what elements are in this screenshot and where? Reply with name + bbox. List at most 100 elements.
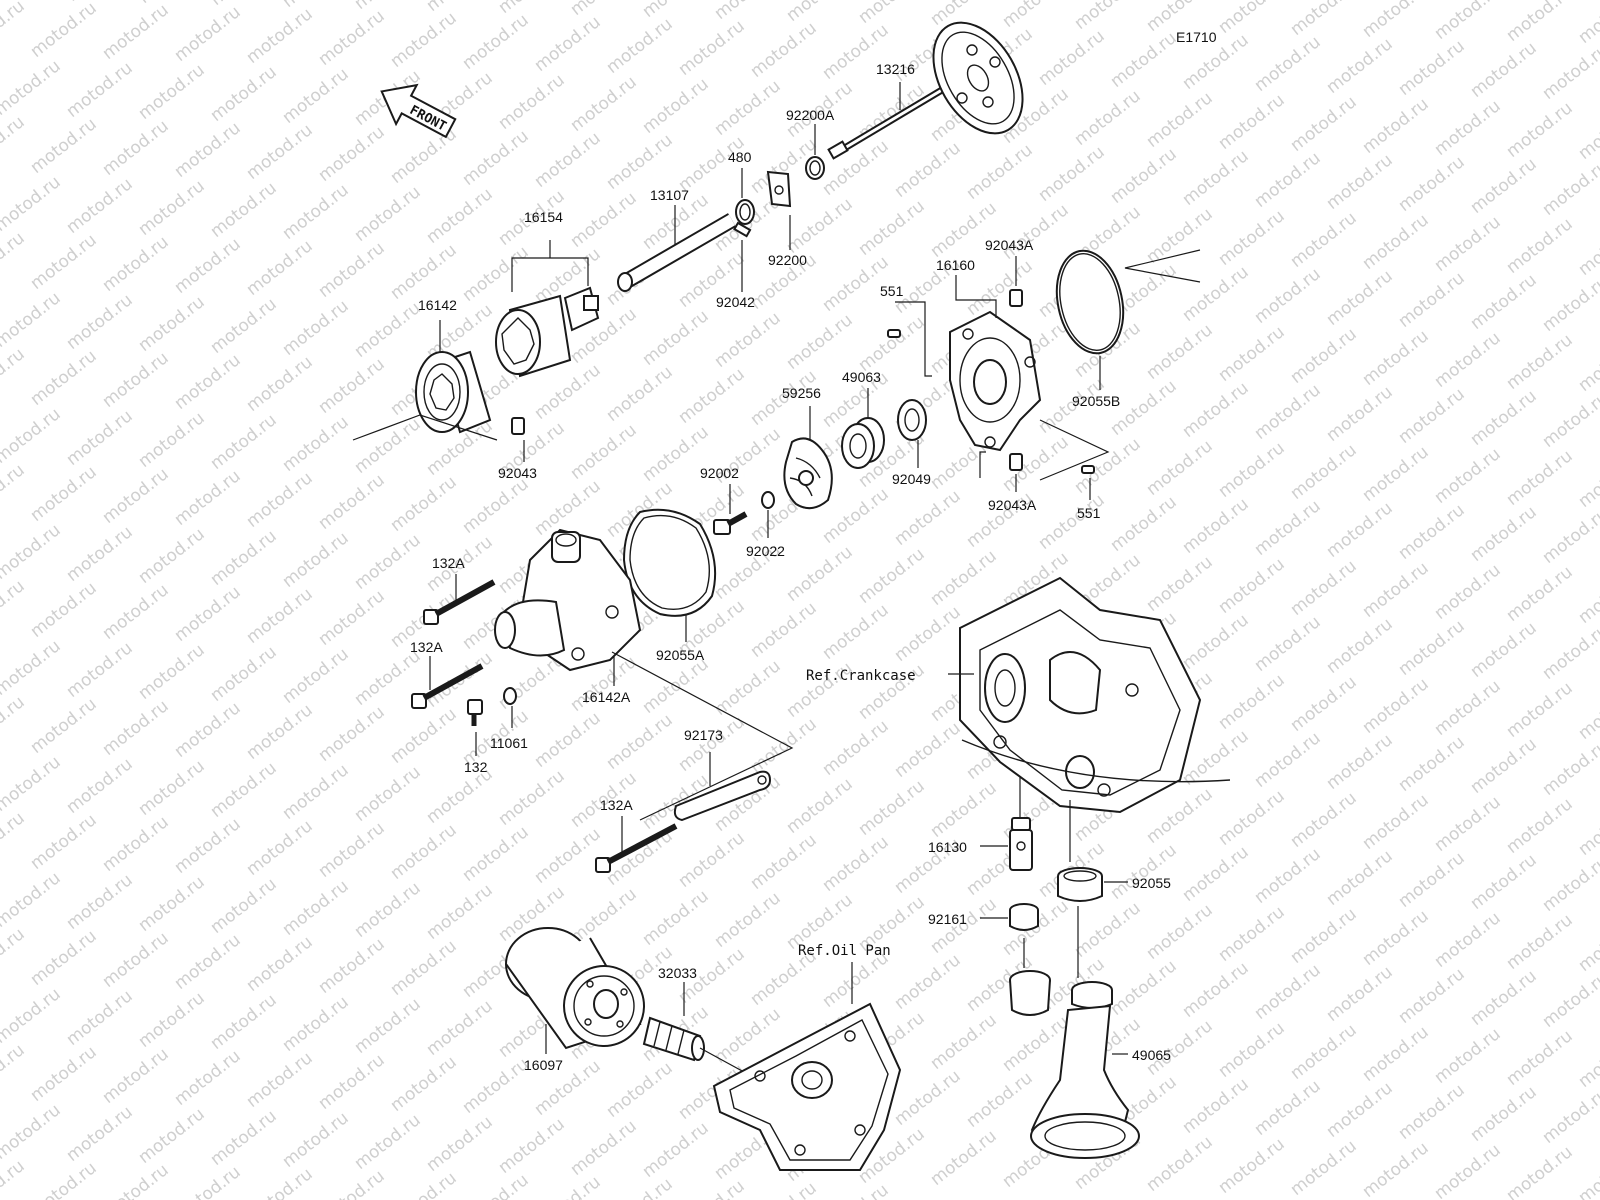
label-92043a-top: 92043A [985, 237, 1034, 253]
watermark-text: motod.ru [1503, 446, 1577, 510]
watermark-text: motod.ru [315, 6, 389, 70]
watermark-text: motod.ru [675, 364, 749, 428]
watermark-text: motod.ru [0, 344, 29, 408]
watermark-text: motod.ru [1395, 152, 1469, 216]
watermark-text: motod.ru [1287, 904, 1361, 968]
o-ring-92055b [1055, 249, 1125, 355]
label-16160: 16160 [936, 257, 975, 273]
watermark-text: motod.ru [819, 1180, 893, 1200]
label-551-bottom: 551 [1077, 505, 1101, 521]
dowel-92043 [511, 417, 525, 435]
watermark-text: motod.ru [63, 1102, 137, 1166]
circlip-480 [735, 199, 755, 225]
watermark-text: motod.ru [171, 814, 245, 878]
watermark-text: motod.ru [639, 1118, 713, 1182]
watermark-text: motod.ru [27, 694, 101, 758]
watermark-text: motod.ru [1431, 212, 1505, 276]
watermark-text: motod.ru [1431, 792, 1505, 856]
label-92161: 92161 [928, 911, 967, 927]
watermark-text: motod.ru [459, 1170, 533, 1200]
watermark-text: motod.ru [1467, 850, 1541, 914]
seal-49063 [841, 417, 885, 469]
label-92042: 92042 [716, 294, 755, 310]
watermark-text: motod.ru [1431, 444, 1505, 508]
label-16142a: 16142A [582, 689, 631, 705]
label-59256: 59256 [782, 385, 821, 401]
watermark-text: motod.ru [1359, 674, 1433, 738]
watermark-text: motod.ru [855, 544, 929, 608]
bolt-132a-2 [411, 663, 484, 709]
bolt-92002 [713, 511, 748, 535]
watermark-text: motod.ru [1539, 388, 1600, 452]
watermark-text: motod.ru [495, 1114, 569, 1178]
label-92055a: 92055A [656, 647, 705, 663]
crankcase-reference [959, 576, 1231, 814]
watermark-text: motod.ru [99, 812, 173, 876]
watermark-text: motod.ru [999, 200, 1073, 264]
label-49063: 49063 [842, 369, 881, 385]
watermark-text: motod.ru [135, 988, 209, 1052]
label-480: 480 [728, 149, 752, 165]
label-16142: 16142 [418, 297, 457, 313]
label-13216: 13216 [876, 61, 915, 77]
watermark-text: motod.ru [1323, 498, 1397, 562]
watermark-text: motod.ru [171, 1046, 245, 1110]
watermark-text: motod.ru [1287, 0, 1361, 40]
watermark-text: motod.ru [1251, 960, 1325, 1024]
label-16097: 16097 [524, 1057, 563, 1073]
oil-pan-reference [712, 1002, 902, 1171]
watermark-text: motod.ru [639, 74, 713, 138]
watermark-text: motod.ru [1575, 1144, 1600, 1200]
watermark-text: motod.ru [1503, 1142, 1577, 1200]
watermark-text: motod.ru [207, 526, 281, 590]
watermark-text: motod.ru [207, 294, 281, 358]
watermark-text: motod.ru [0, 636, 65, 700]
watermark-text: motod.ru [1467, 386, 1541, 450]
watermark-text: motod.ru [675, 828, 749, 892]
watermark-text: motod.ru [1359, 558, 1433, 622]
watermark-text: motod.ru [1575, 332, 1600, 396]
o-ring-92055 [1057, 867, 1103, 902]
watermark-text: motod.ru [279, 64, 353, 128]
label-92002: 92002 [700, 465, 739, 481]
watermark-text: motod.ru [819, 136, 893, 200]
bolt-132 [467, 699, 483, 726]
bolt-132a-3 [595, 823, 678, 873]
watermark-text: motod.ru [1467, 38, 1541, 102]
watermark-text: motod.ru [27, 1158, 101, 1200]
watermark-text: motod.ru [135, 524, 209, 588]
watermark-text: motod.ru [1287, 208, 1361, 272]
watermark-text: motod.ru [279, 180, 353, 244]
watermark-text: motod.ru [1035, 26, 1109, 90]
ref-crankcase-label: Ref.Crankcase [806, 668, 916, 684]
watermark-text: motod.ru [279, 760, 353, 824]
watermark-text: motod.ru [0, 924, 29, 988]
watermark-text: motod.ru [1251, 148, 1325, 212]
watermark-text: motod.ru [1431, 1140, 1505, 1200]
watermark-text: motod.ru [855, 0, 929, 28]
watermark-text: motod.ru [855, 776, 929, 840]
relief-valve-16130 [1009, 817, 1033, 871]
watermark-text: motod.ru [1179, 262, 1253, 326]
watermark-text: motod.ru [1287, 440, 1361, 504]
watermark-text: motod.ru [63, 290, 137, 354]
watermark-text: motod.ru [171, 466, 245, 530]
watermark-text: motod.ru [279, 296, 353, 360]
watermark-text: motod.ru [207, 1106, 281, 1170]
watermark-text: motod.ru [0, 288, 65, 352]
watermark-text: motod.ru [171, 118, 245, 182]
watermark-text: motod.ru [1071, 0, 1145, 34]
watermark-text: motod.ru [819, 716, 893, 780]
watermark-text: motod.ru [1107, 28, 1181, 92]
watermark-text: motod.ru [1251, 844, 1325, 908]
watermark-text: motod.ru [459, 242, 533, 306]
label-13107: 13107 [650, 187, 689, 203]
watermark-text: motod.ru [1395, 384, 1469, 448]
watermark-text: motod.ru [1215, 902, 1289, 966]
watermark-text: motod.ru [243, 236, 317, 300]
watermark-text: motod.ru [1431, 96, 1505, 160]
pin-551-top [887, 329, 901, 338]
watermark-text: motod.ru [207, 874, 281, 938]
